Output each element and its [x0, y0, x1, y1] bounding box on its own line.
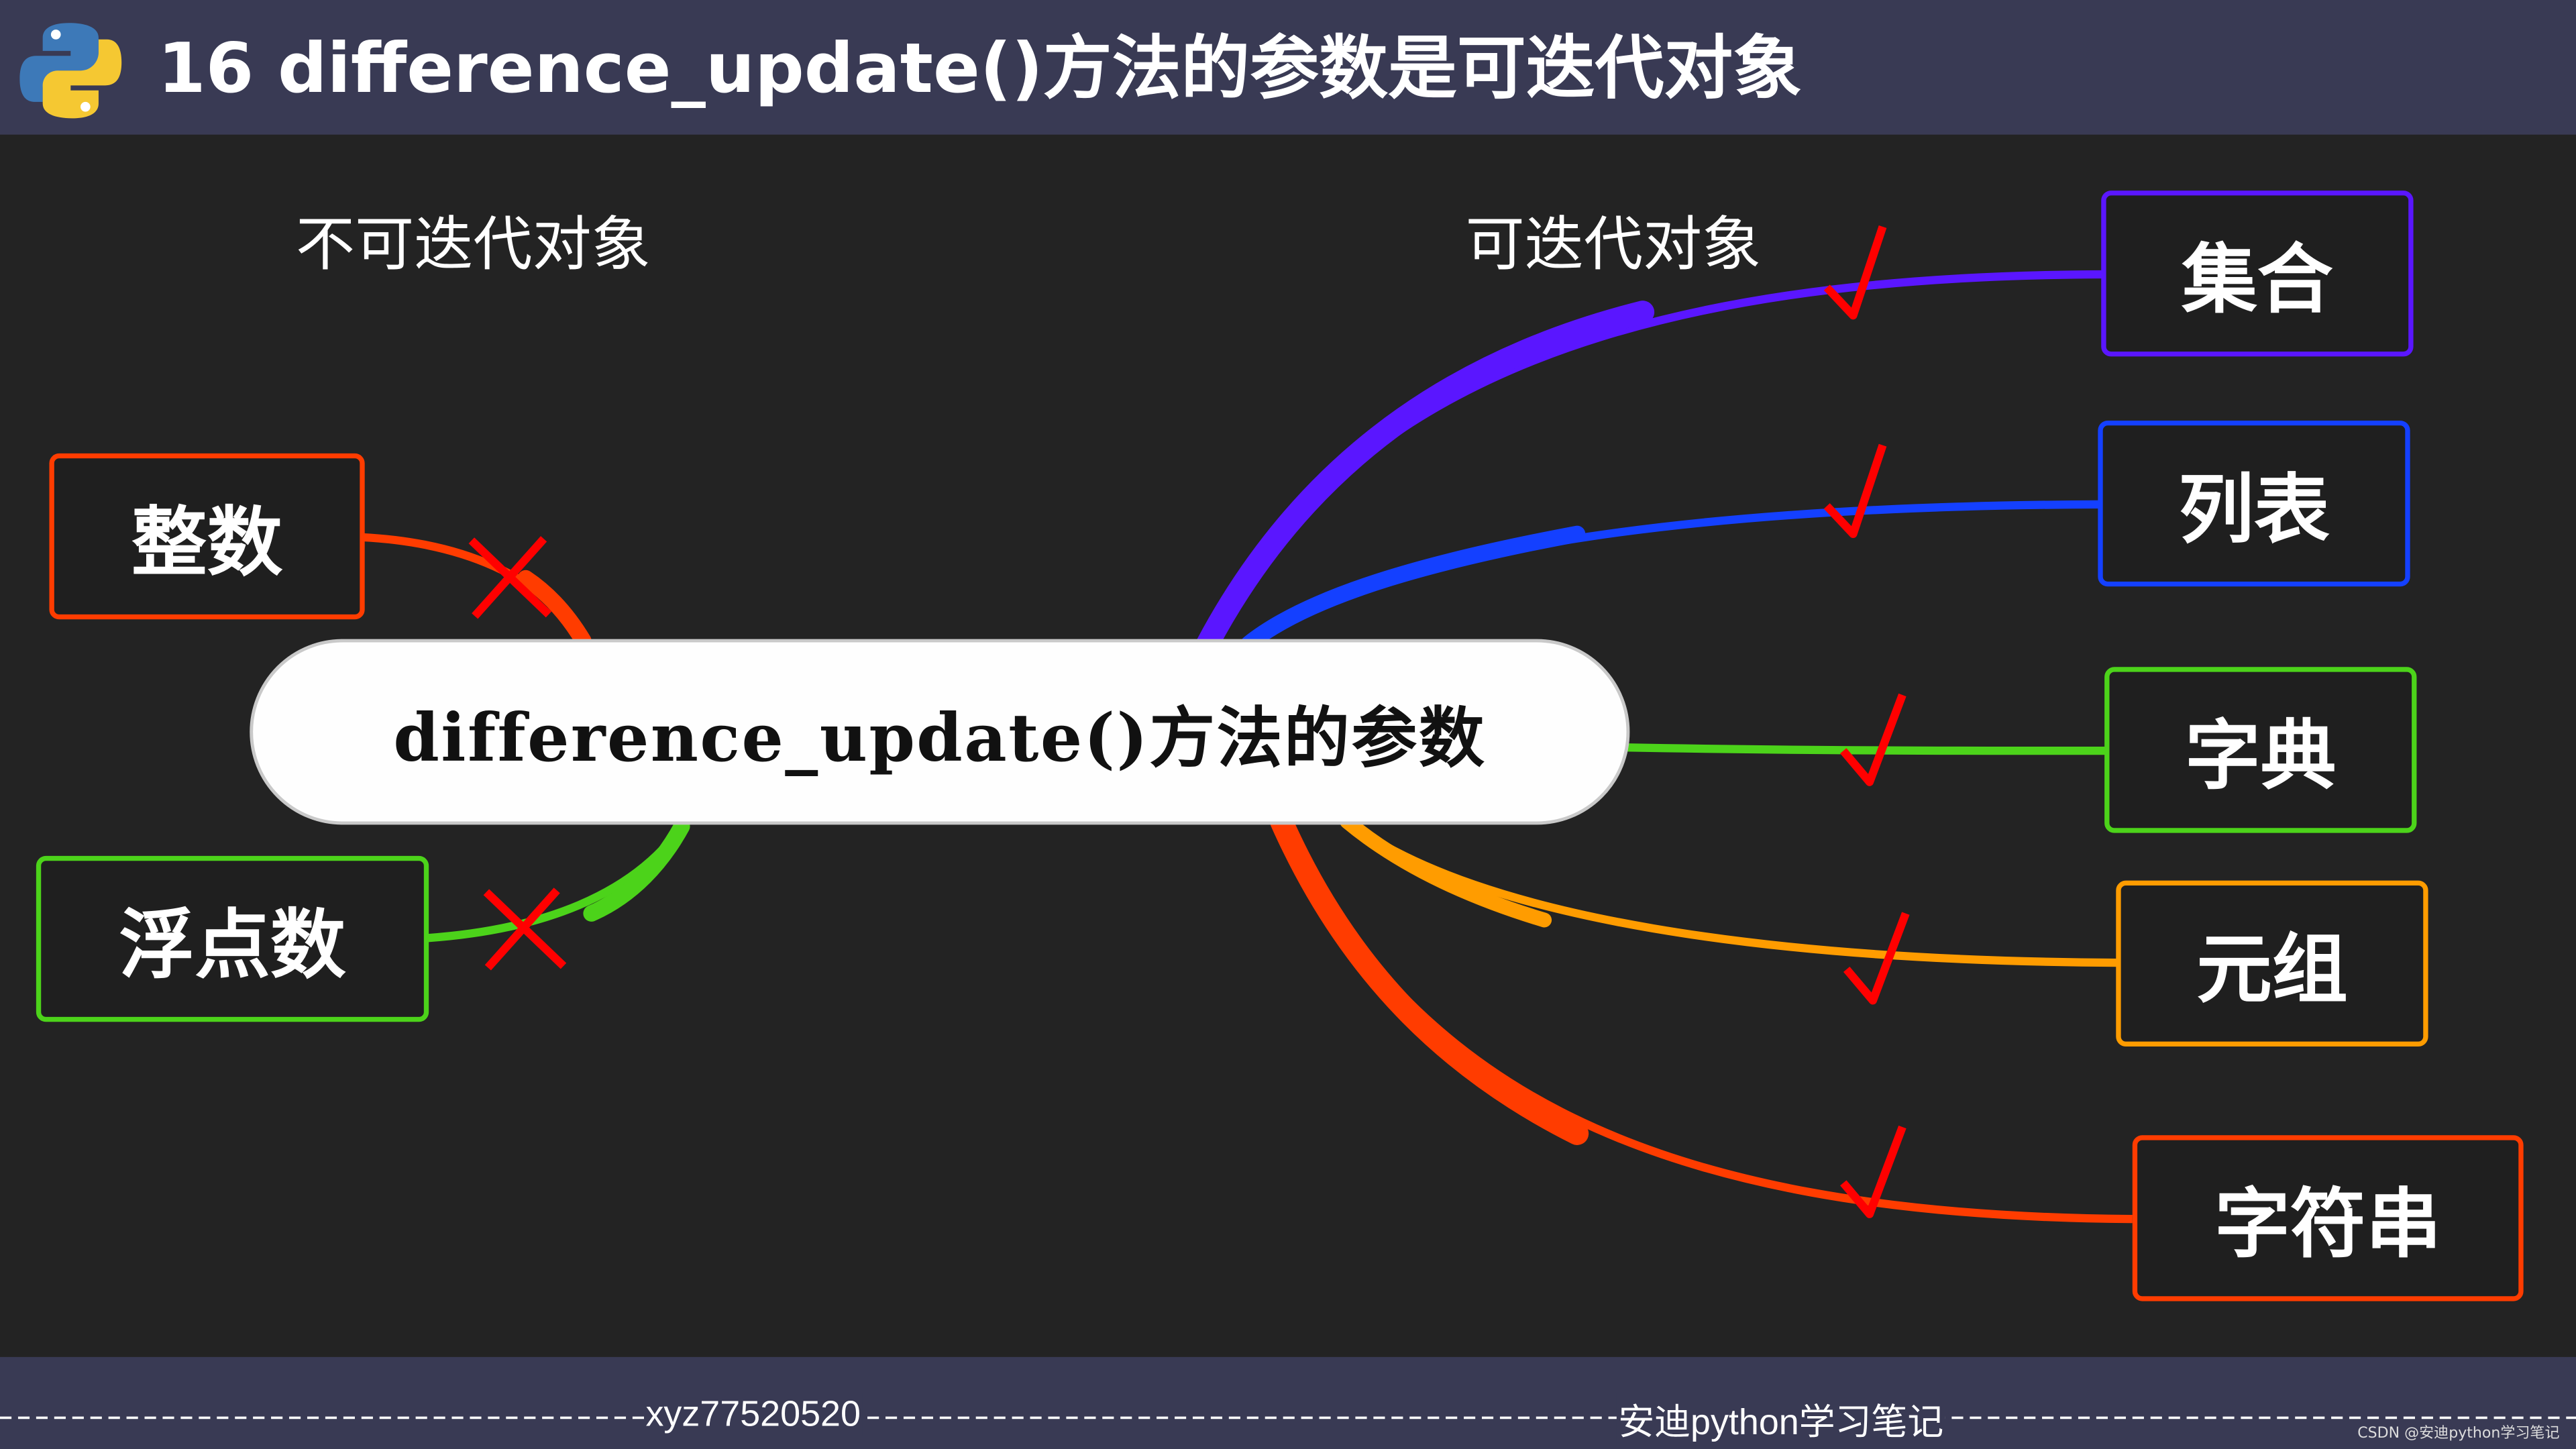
non-iterable-heading: 不可迭代对象: [295, 211, 651, 280]
node-tuple-label: 元组: [2196, 924, 2348, 1013]
footer-left-text: xyz77520520: [644, 1393, 863, 1436]
node-int: 整数: [49, 453, 365, 620]
footer-right-text: 安迪python学习笔记: [1616, 1393, 1945, 1446]
node-int-label: 整数: [131, 496, 283, 586]
node-set: 集合: [2101, 191, 2414, 357]
node-string: 字符串: [2132, 1135, 2524, 1301]
python-logo-icon: [19, 23, 122, 119]
page-title: 16 difference_update()方法的参数是可迭代对象: [158, 28, 1803, 109]
node-tuple: 元组: [2116, 880, 2428, 1046]
footer-bar: [0, 1356, 2576, 1449]
node-dict-label: 字典: [2185, 710, 2337, 800]
watermark: CSDN @安迪python学习笔记: [2357, 1426, 2560, 1443]
cross-icon: [468, 536, 567, 971]
node-dict: 字典: [2104, 667, 2417, 833]
node-float-label: 浮点数: [119, 899, 346, 989]
center-node-label: difference_update()方法的参数: [393, 699, 1487, 777]
node-list: 列表: [2098, 420, 2410, 587]
node-list-label: 列表: [2178, 464, 2330, 553]
node-set-label: 集合: [2182, 233, 2333, 323]
iterable-heading: 可迭代对象: [1465, 211, 1762, 280]
check-icon: [1823, 225, 1910, 1218]
node-float: 浮点数: [36, 855, 429, 1022]
header-bar: 16 difference_update()方法的参数是可迭代对象: [0, 0, 2576, 135]
node-string-label: 字符串: [2214, 1179, 2442, 1268]
center-node: difference_update()方法的参数: [250, 639, 1630, 825]
